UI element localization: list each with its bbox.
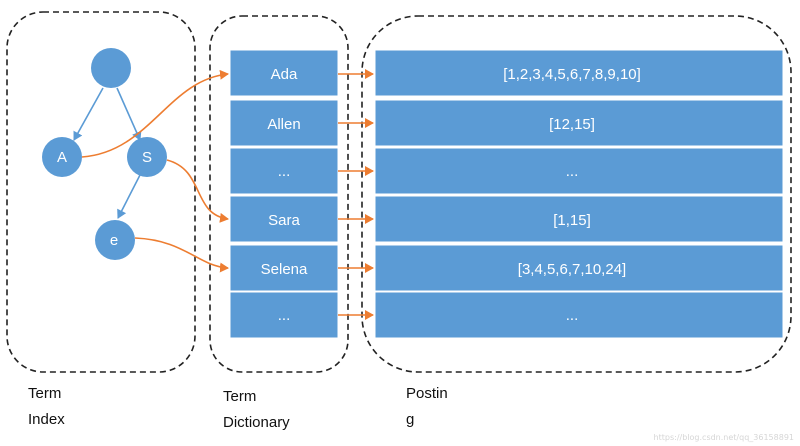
posting-cell: ... <box>374 291 784 339</box>
posting-cell: [12,15] <box>374 99 784 147</box>
posting-cell: [1,15] <box>374 195 784 243</box>
tree-node-root <box>91 48 131 88</box>
svg-text:A: A <box>57 149 67 166</box>
svg-text:Sara: Sara <box>268 212 300 229</box>
term-cell: Sara <box>229 195 339 243</box>
svg-text:...: ... <box>566 163 579 180</box>
tree-node-e: e <box>95 220 135 260</box>
posting-cell: [1,2,3,4,5,6,7,8,9,10] <box>374 49 784 97</box>
term-cell: Allen <box>229 99 339 147</box>
tree-edge-root-s <box>116 87 142 141</box>
svg-text:...: ... <box>566 307 579 324</box>
term-index-caption-line1: Term <box>28 385 62 402</box>
svg-text:[12,15]: [12,15] <box>549 116 595 133</box>
term-index-caption: Term Index <box>28 381 65 433</box>
term-cell: Selena <box>229 244 339 292</box>
postings-caption-line2: g <box>406 411 415 428</box>
svg-text:[1,2,3,4,5,6,7,8,9,10]: [1,2,3,4,5,6,7,8,9,10] <box>503 66 641 83</box>
svg-text:Ada: Ada <box>271 66 298 83</box>
term-dictionary-panel <box>209 15 349 373</box>
term-dictionary-caption-line1: Term <box>223 388 257 405</box>
index-link-s-to-sara <box>166 159 229 223</box>
term-cell: ... <box>229 291 339 339</box>
tree-node-a: A <box>42 137 82 177</box>
svg-text:...: ... <box>278 307 291 324</box>
postings-panel <box>361 15 792 373</box>
watermark: https://blog.csdn.net/qq_36158891 <box>653 433 794 442</box>
posting-cell: [3,4,5,6,7,10,24] <box>374 244 784 292</box>
posting-cell: ... <box>374 147 784 195</box>
svg-text:e: e <box>110 232 118 249</box>
index-link-e-to-selena <box>134 237 229 273</box>
postings-caption: Postin g <box>406 381 448 433</box>
postings-caption-line1: Postin <box>406 385 448 402</box>
svg-text:[3,4,5,6,7,10,24]: [3,4,5,6,7,10,24] <box>518 261 626 278</box>
term-cell: Ada <box>229 49 339 97</box>
svg-text:Allen: Allen <box>267 116 300 133</box>
term-dictionary-caption-line2: Dictionary <box>223 414 290 431</box>
svg-text:[1,15]: [1,15] <box>553 212 591 229</box>
tree-edge-s-e <box>117 174 141 219</box>
svg-text:Selena: Selena <box>261 261 308 278</box>
term-index-caption-line2: Index <box>28 411 65 428</box>
tree-edge-root-a <box>73 87 104 141</box>
index-link-a-to-ada <box>81 69 229 158</box>
svg-text:...: ... <box>278 163 291 180</box>
term-cell: ... <box>229 147 339 195</box>
svg-text:S: S <box>142 149 152 166</box>
term-dictionary-caption: Term Dictionary <box>223 384 290 436</box>
tree-node-s: S <box>127 137 167 177</box>
term-index-panel <box>6 11 196 373</box>
